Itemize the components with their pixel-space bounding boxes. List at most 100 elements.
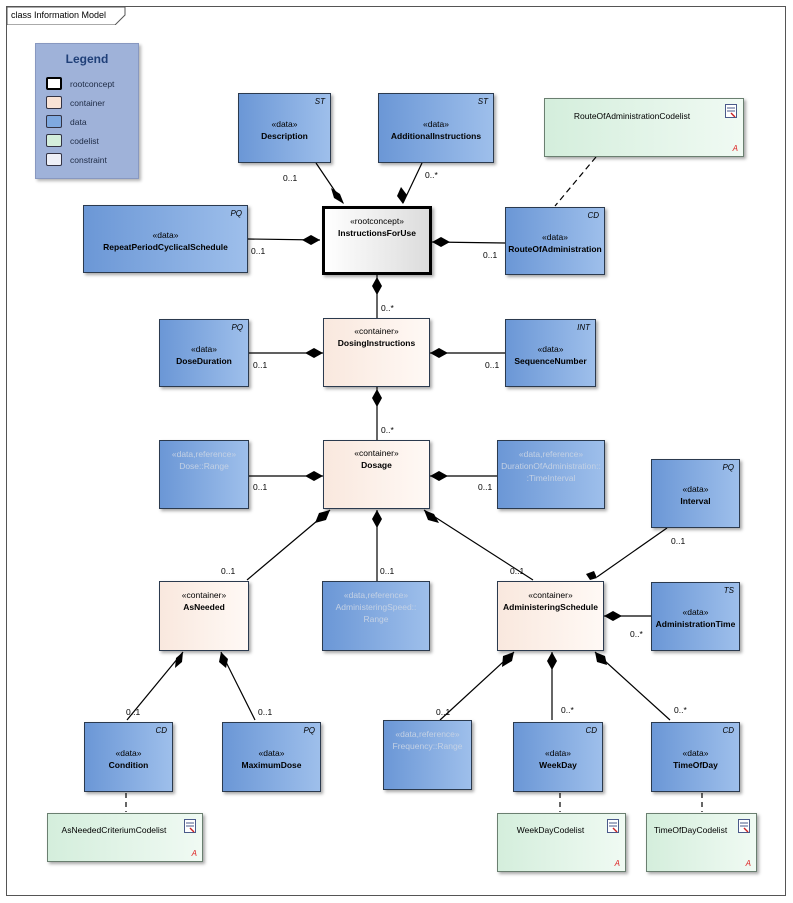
multiplicity-week-day: 0..* bbox=[561, 705, 574, 715]
node-name: AdditionalInstructions bbox=[390, 131, 482, 141]
node-frequency-range[interactable]: «data,reference» Frequency::Range bbox=[383, 720, 472, 790]
node-dosage[interactable]: «container» Dosage bbox=[323, 440, 430, 509]
frame-tab bbox=[7, 7, 126, 25]
node-name: DurationOfAdministration:: bbox=[501, 461, 601, 471]
node-duration-of-administration[interactable]: «data,reference» DurationOfAdministratio… bbox=[497, 440, 605, 509]
node-additional-instructions[interactable]: ST «data» AdditionalInstructions bbox=[378, 93, 494, 163]
type-label: CD bbox=[722, 726, 734, 735]
legend-title: Legend bbox=[65, 52, 109, 66]
abstract-badge: A bbox=[732, 144, 738, 153]
type-label: CD bbox=[155, 726, 167, 735]
node-repeat-period[interactable]: PQ «data» RepeatPeriodCyclicalSchedule bbox=[83, 205, 248, 273]
node-name: Interval bbox=[680, 496, 711, 506]
node-name: AsNeeded bbox=[183, 602, 225, 612]
multiplicity-interval: 0..1 bbox=[671, 536, 686, 546]
node-name: Description bbox=[261, 131, 308, 141]
multiplicity-dosage: 0..* bbox=[381, 425, 394, 435]
type-label: PQ bbox=[230, 209, 242, 218]
node-administration-time[interactable]: TS «data» AdministrationTime bbox=[651, 582, 740, 651]
diamond-description-2 bbox=[331, 188, 344, 204]
diamond-dose-range bbox=[305, 471, 323, 481]
abstract-badge: A bbox=[745, 859, 751, 868]
line-condition bbox=[126, 651, 184, 721]
codelist-icon bbox=[184, 819, 196, 833]
node-name: AdministrationTime bbox=[655, 619, 736, 629]
line-interval bbox=[596, 527, 668, 578]
line-time-of-day bbox=[594, 651, 671, 721]
stereotype: «data» bbox=[682, 607, 709, 617]
type-label: CD bbox=[585, 726, 597, 735]
node-condition[interactable]: CD «data» Condition bbox=[84, 722, 173, 792]
multiplicity-duration: 0..1 bbox=[478, 482, 493, 492]
stereotype: «data» bbox=[152, 230, 179, 240]
type-label: CD bbox=[587, 211, 599, 220]
diamond-time-of-day bbox=[595, 652, 607, 665]
node-name: Dose::Range bbox=[179, 461, 229, 471]
stereotype: «data» bbox=[545, 748, 571, 758]
node-name-line2: Range bbox=[363, 614, 389, 624]
codelist-icon bbox=[738, 819, 750, 833]
multiplicity-dose-duration: 0..1 bbox=[253, 360, 268, 370]
node-maximum-dose[interactable]: PQ «data» MaximumDose bbox=[222, 722, 321, 792]
multiplicity-additional-instructions: 0..* bbox=[425, 170, 438, 180]
multiplicity-description: 0..1 bbox=[283, 173, 298, 183]
multiplicity-condition: 0..1 bbox=[126, 707, 141, 717]
stereotype: «data» bbox=[115, 748, 142, 758]
stereotype: «container» bbox=[354, 326, 399, 336]
node-name: Dosage bbox=[361, 460, 392, 470]
node-name: RouteOfAdministration bbox=[508, 244, 602, 254]
diamond-maximum-dose bbox=[219, 652, 228, 668]
node-name: SequenceNumber bbox=[514, 356, 587, 366]
diamond-duration bbox=[430, 471, 448, 481]
node-instructions-for-use[interactable]: «rootconcept» InstructionsForUse bbox=[322, 206, 432, 275]
node-interval[interactable]: PQ «data» Interval bbox=[651, 459, 740, 528]
node-name: RouteOfAdministrationCodelist bbox=[573, 111, 691, 121]
node-time-of-day-codelist[interactable]: TimeOfDayCodelist A bbox=[646, 813, 757, 872]
stereotype: «data,reference» bbox=[171, 449, 237, 459]
node-dose-range[interactable]: «data,reference» Dose::Range bbox=[159, 440, 249, 509]
legend-swatch bbox=[46, 77, 62, 90]
node-route-codelist[interactable]: RouteOfAdministrationCodelist A bbox=[544, 98, 744, 157]
node-name: DoseDuration bbox=[176, 356, 232, 366]
multiplicity-administration-time: 0..* bbox=[630, 629, 643, 639]
node-name: TimeOfDay bbox=[673, 760, 718, 770]
node-dosing-instructions[interactable]: «container» DosingInstructions bbox=[323, 318, 430, 387]
diamond-administration-time bbox=[604, 611, 622, 621]
node-name: DosingInstructions bbox=[337, 338, 416, 348]
type-label: PQ bbox=[303, 726, 315, 735]
node-as-needed[interactable]: «container» AsNeeded bbox=[159, 581, 249, 651]
node-time-of-day[interactable]: CD «data» TimeOfDay bbox=[651, 722, 740, 792]
stereotype: «data» bbox=[537, 344, 564, 354]
node-week-day[interactable]: CD «data» WeekDay bbox=[513, 722, 603, 792]
node-name: WeekDayCodelist bbox=[516, 825, 585, 835]
node-week-day-codelist[interactable]: WeekDayCodelist A bbox=[497, 813, 626, 872]
legend-label: rootconcept bbox=[70, 79, 115, 89]
diamond-route bbox=[432, 237, 450, 247]
node-administering-speed[interactable]: «data,reference» AdministeringSpeed:: Ra… bbox=[322, 581, 430, 651]
multiplicity-administering-speed: 0..1 bbox=[380, 566, 395, 576]
node-administering-schedule[interactable]: «container» AdministeringSchedule bbox=[497, 581, 604, 651]
stereotype: «data» bbox=[682, 484, 709, 494]
node-sequence-number[interactable]: INT «data» SequenceNumber bbox=[505, 319, 596, 387]
multiplicity-dose-range: 0..1 bbox=[253, 482, 268, 492]
stereotype: «rootconcept» bbox=[350, 216, 404, 226]
multiplicity-time-of-day: 0..* bbox=[674, 705, 687, 715]
stereotype: «data» bbox=[191, 344, 217, 354]
diamond-interval bbox=[586, 571, 597, 580]
node-as-needed-codelist[interactable]: AsNeededCriteriumCodelist A bbox=[47, 813, 203, 862]
legend-swatch bbox=[46, 115, 62, 128]
node-dose-duration[interactable]: PQ «data» DoseDuration bbox=[159, 319, 249, 387]
node-name: WeekDay bbox=[539, 760, 577, 770]
line-route-codelist bbox=[554, 156, 597, 207]
node-name: AsNeededCriteriumCodelist bbox=[61, 825, 167, 835]
type-label: INT bbox=[577, 323, 590, 332]
type-label: PQ bbox=[722, 463, 734, 472]
node-name: Frequency::Range bbox=[392, 741, 463, 751]
stereotype: «data» bbox=[271, 119, 298, 129]
node-description[interactable]: ST «data» Description bbox=[238, 93, 331, 163]
node-route-of-administration[interactable]: CD «data» RouteOfAdministration bbox=[505, 207, 605, 275]
diamond-schedule bbox=[424, 510, 439, 523]
multiplicity-administering-schedule: 0..1 bbox=[510, 566, 525, 576]
codelist-icon bbox=[607, 819, 619, 833]
